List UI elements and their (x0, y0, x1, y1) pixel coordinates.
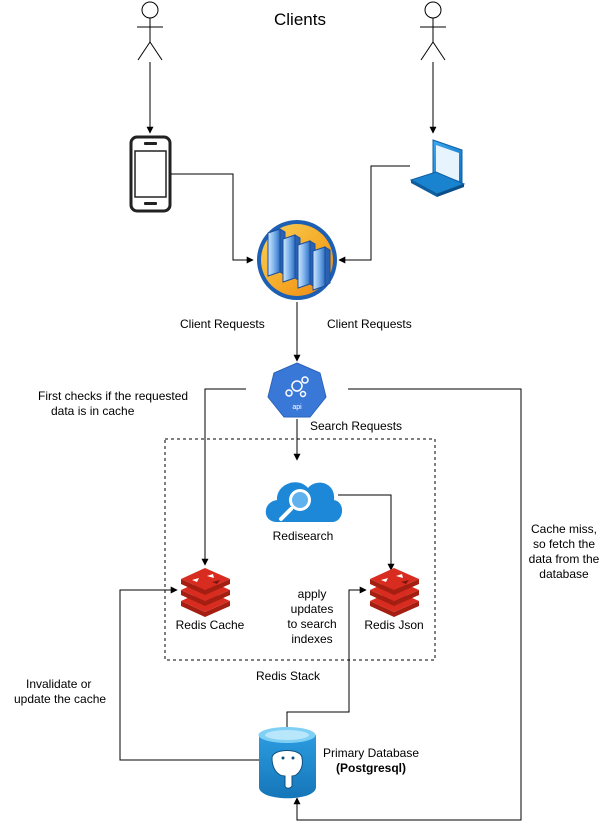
redis-cache-label: Redis Cache (175, 618, 245, 632)
postgres-database-icon (258, 727, 316, 799)
edge-label-first-checks-line2: data is in cache (51, 404, 135, 418)
user-right-icon (420, 1, 446, 61)
mobile-phone-icon (129, 135, 172, 213)
edge-label-cache-miss-line2: so fetch the (532, 537, 596, 551)
redis-stack-label: Redis Stack (255, 669, 321, 683)
laptop-icon (409, 139, 466, 197)
edge-label-apply-line2: updates (290, 602, 334, 616)
edge-mobile-to-server (171, 173, 254, 264)
edge-redisearch-to-redis-json (338, 494, 395, 571)
edge-label-client-requests-right: Client Requests (327, 317, 412, 331)
edge-database-to-redis-json (286, 586, 367, 727)
edge-label-invalidate-line1: Invalidate or (26, 677, 92, 691)
edge-label-first-checks-line1: First checks if the requested (38, 389, 189, 403)
edge-label-search-requests: Search Requests (310, 419, 403, 433)
redis-json-label: Redis Json (364, 618, 424, 632)
user-left-icon (137, 1, 163, 61)
server-farm-icon (257, 220, 337, 300)
primary-database-subtitle: (Postgresql) (335, 761, 406, 775)
edge-label-apply-line3: to search (287, 617, 337, 631)
edge-laptop-to-server (338, 165, 410, 264)
edge-label-apply-line1: apply (297, 587, 327, 601)
redisearch-label: Redisearch (272, 529, 334, 543)
redis-json-icon (370, 568, 419, 617)
redis-cache-icon (181, 568, 230, 617)
redis-stack-container (164, 438, 436, 661)
diagram-title: Clients (274, 10, 326, 29)
edge-label-cache-miss-line3: data from the (528, 552, 600, 566)
api-gateway-icon: api (267, 362, 327, 418)
edge-api-to-redis-cache (201, 388, 246, 566)
edge-label-invalidate-line2: update the cache (14, 692, 107, 706)
redisearch-cloud-icon (265, 482, 343, 522)
edge-api-to-database (293, 388, 522, 821)
edge-label-client-requests-left: Client Requests (180, 317, 265, 331)
edge-database-to-redis-cache (119, 586, 259, 761)
primary-database-label: Primary Database (322, 746, 420, 760)
edge-label-apply-line4: indexes (291, 632, 333, 646)
edge-label-cache-miss-line4: database (539, 567, 589, 581)
api-icon-text: api (292, 404, 302, 411)
edge-label-cache-miss-line1: Cache miss, (530, 522, 598, 536)
